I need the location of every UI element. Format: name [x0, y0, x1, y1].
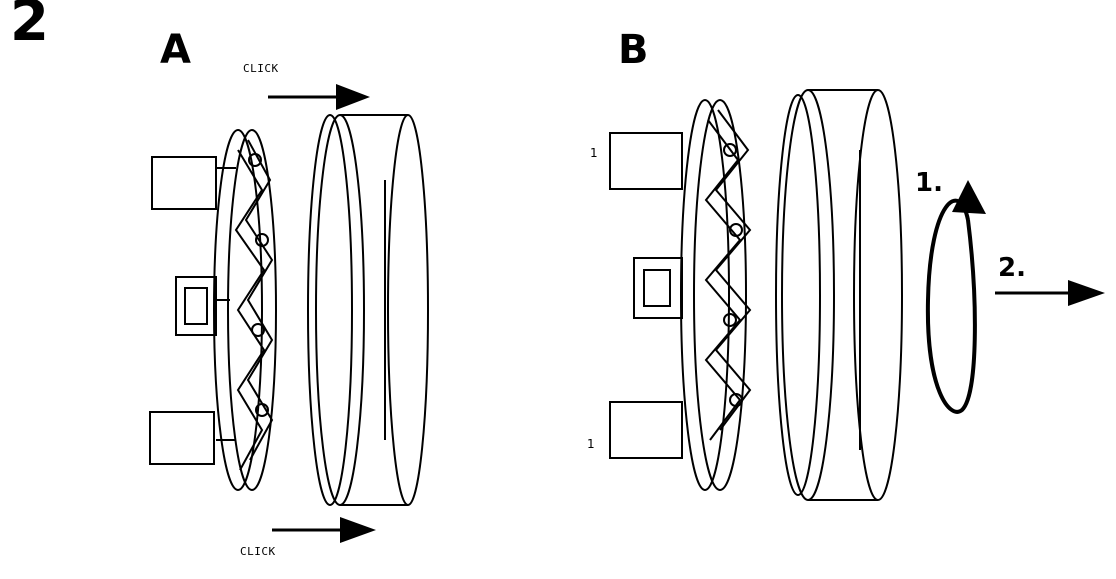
- panel-a-label: A: [160, 27, 191, 73]
- mounting-base-a: [149, 129, 277, 491]
- marker-top: 1: [590, 146, 598, 160]
- click-arrow-top: [268, 84, 370, 110]
- rotate-arrow-icon: [925, 180, 986, 414]
- panel-b-label: B: [618, 27, 649, 73]
- marker-bottom: 1: [587, 437, 595, 451]
- cover-disc-b: [775, 89, 903, 501]
- click-arrow-bottom: [272, 517, 376, 543]
- cover-disc-a: [307, 114, 429, 506]
- step-2-label: 2.: [998, 253, 1026, 283]
- click-label-top: CLICK: [243, 62, 279, 75]
- step-number: 2: [10, 0, 49, 54]
- click-label-bottom: CLICK: [240, 545, 276, 558]
- pull-arrow-icon: [995, 280, 1105, 306]
- mounting-base-b: [609, 99, 752, 491]
- step-1-label: 1.: [915, 168, 943, 198]
